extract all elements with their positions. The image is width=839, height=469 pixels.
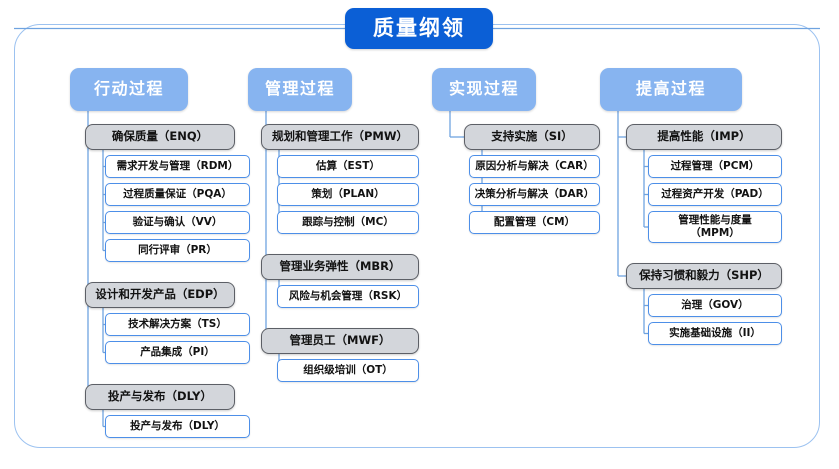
leaf-node-2-3-1[interactable]: 组织级培训（OT） <box>277 359 419 382</box>
group-header-4-2[interactable]: 保持习惯和毅力（SHP） <box>626 263 782 289</box>
category-header-1: 行动过程 <box>70 68 188 111</box>
category-header-4: 提高过程 <box>600 68 742 111</box>
category-header-2: 管理过程 <box>248 68 352 111</box>
category-header-3: 实现过程 <box>432 68 536 111</box>
leaf-node-2-1-2[interactable]: 策划（PLAN） <box>277 183 419 206</box>
group-header-4-1[interactable]: 提高性能（IMP） <box>626 124 782 150</box>
group-header-3-1[interactable]: 支持实施（SI） <box>464 124 600 150</box>
leaf-node-1-1-2[interactable]: 过程质量保证（PQA） <box>105 183 250 206</box>
group-header-1-2[interactable]: 设计和开发产品（EDP） <box>85 282 235 308</box>
leaf-node-1-3-1[interactable]: 投产与发布（DLY） <box>105 415 250 438</box>
leaf-node-2-1-1[interactable]: 估算（EST） <box>277 155 419 178</box>
leaf-node-1-2-1[interactable]: 技术解决方案（TS） <box>105 313 250 336</box>
group-header-1-1[interactable]: 确保质量（ENQ） <box>85 124 235 150</box>
leaf-node-4-1-3[interactable]: 管理性能与度量（MPM） <box>648 211 782 243</box>
leaf-node-3-1-2[interactable]: 决策分析与解决（DAR） <box>469 183 600 206</box>
leaf-node-2-1-3[interactable]: 跟踪与控制（MC） <box>277 211 419 234</box>
group-header-2-2[interactable]: 管理业务弹性（MBR） <box>261 254 419 280</box>
leaf-node-1-2-2[interactable]: 产品集成（PI） <box>105 341 250 364</box>
group-header-2-3[interactable]: 管理员工（MWF） <box>261 328 419 354</box>
leaf-node-1-1-3[interactable]: 验证与确认（VV） <box>105 211 250 234</box>
root-title: 质量纲领 <box>345 8 493 49</box>
leaf-node-2-2-1[interactable]: 风险与机会管理（RSK） <box>277 285 419 308</box>
leaf-node-4-2-1[interactable]: 治理（GOV） <box>648 294 782 317</box>
leaf-node-3-1-3[interactable]: 配置管理（CM） <box>469 211 600 234</box>
leaf-node-4-2-2[interactable]: 实施基础设施（II） <box>648 322 782 345</box>
group-header-2-1[interactable]: 规划和管理工作（PMW） <box>261 124 419 150</box>
leaf-node-3-1-1[interactable]: 原因分析与解决（CAR） <box>469 155 600 178</box>
leaf-node-1-1-4[interactable]: 同行评审（PR） <box>105 239 250 262</box>
leaf-node-4-1-1[interactable]: 过程管理（PCM） <box>648 155 782 178</box>
group-header-1-3[interactable]: 投产与发布（DLY） <box>85 384 235 410</box>
leaf-node-4-1-2[interactable]: 过程资产开发（PAD） <box>648 183 782 206</box>
leaf-node-1-1-1[interactable]: 需求开发与管理（RDM） <box>105 155 250 178</box>
